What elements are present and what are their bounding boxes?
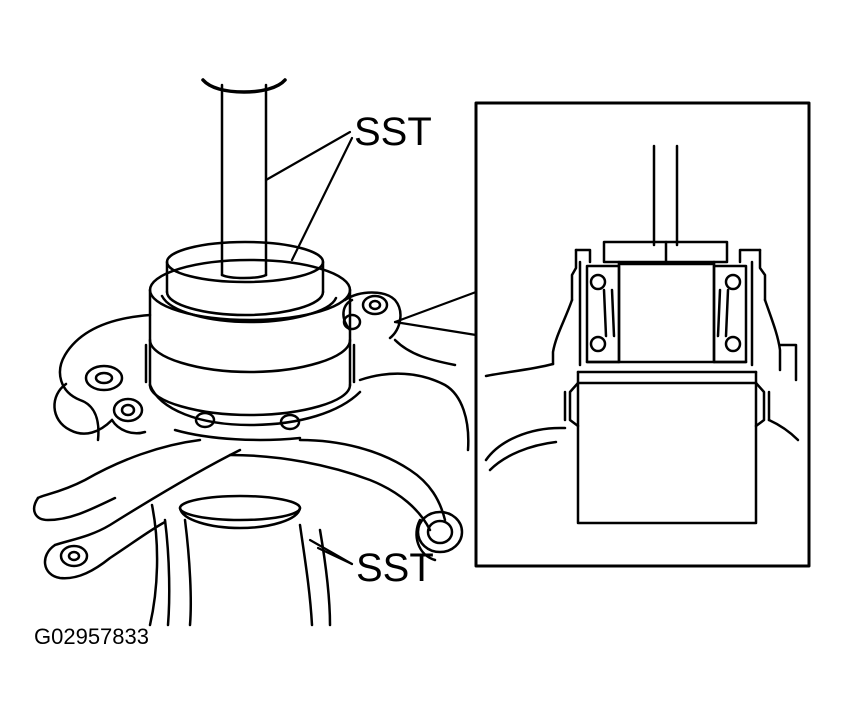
- press-rod: [201, 78, 287, 280]
- sst-press-adapter: [160, 240, 338, 324]
- sst-label-top: SST: [354, 110, 432, 154]
- detail-inset: [474, 101, 811, 568]
- bearing-housing: [144, 258, 356, 417]
- figure-code: G02957833: [34, 624, 149, 649]
- steering-knuckle: [32, 291, 470, 627]
- sst-leader-lines: [264, 130, 354, 566]
- detail-callout-connector: [393, 290, 478, 337]
- sst-label-bottom: SST: [356, 546, 434, 590]
